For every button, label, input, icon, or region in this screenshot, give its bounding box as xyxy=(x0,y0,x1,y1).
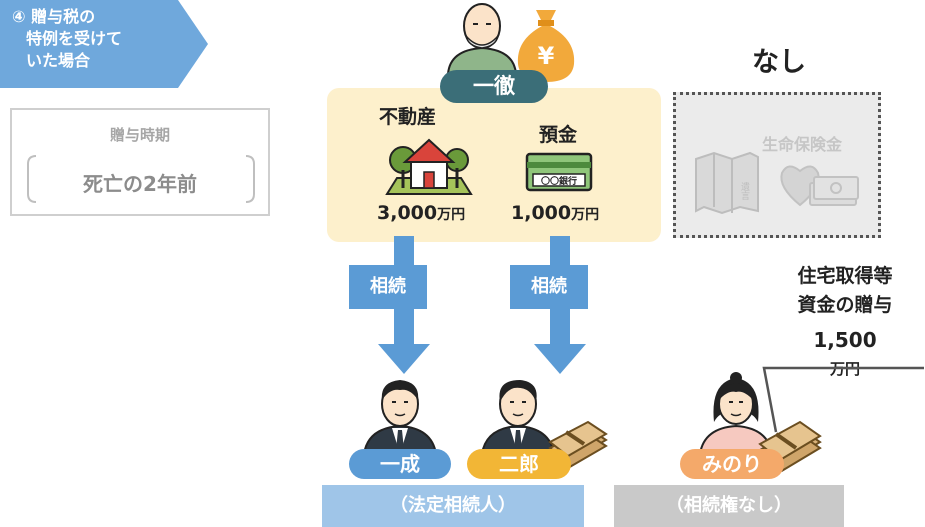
bracket-decoration xyxy=(27,155,255,203)
housing-gift-line: 住宅取得等 xyxy=(797,265,893,287)
real-estate-amount: 3,000万円 xyxy=(377,202,465,224)
life-insurance-box: 生命保険金 遺言 xyxy=(673,92,881,238)
will-label: 遺言 xyxy=(739,181,750,201)
house-icon xyxy=(385,138,473,195)
deposit-amount-unit: 万円 xyxy=(571,207,600,223)
real-estate-amount-unit: 万円 xyxy=(437,207,466,223)
scenario-tag-shape xyxy=(0,0,208,88)
gift-connector-line xyxy=(762,366,924,433)
inheritance-label: 相続 xyxy=(510,265,588,309)
bank-name-text: 〇〇銀行 xyxy=(541,175,577,187)
insurance-heart-icon xyxy=(780,165,859,207)
scenario-title: ④ 贈与税の 特例を受けて いた場合 xyxy=(12,6,192,72)
housing-gift-amount-value: 1,500 xyxy=(813,328,877,352)
will-document-icon: 遺言 xyxy=(695,151,759,215)
bankbook-icon: 〇〇銀行 xyxy=(525,152,593,192)
estate-box: 不動産 3,000万円 預金 〇〇銀行 1,000万円 xyxy=(327,88,661,242)
deposit-amount-value: 1,000 xyxy=(511,202,572,224)
scenario-line: 特例を受けて xyxy=(26,29,123,48)
heir-name-badge: 一成 xyxy=(349,449,451,479)
money-bag-icon: ¥ xyxy=(517,10,575,82)
no-inheritance-rights-bar: （相続権なし） xyxy=(614,485,844,527)
gift-timing-value: 死亡の2年前 xyxy=(83,172,197,196)
real-estate-title: 不動産 xyxy=(379,106,437,128)
heir-1-avatar xyxy=(362,380,438,454)
legal-heirs-bar: （法定相続人） xyxy=(322,485,584,527)
heir-3-avatar xyxy=(698,372,774,454)
elderly-man-icon xyxy=(446,3,518,74)
heir-name-badge: みのり xyxy=(680,449,784,479)
no-asset-label: なし xyxy=(752,47,806,78)
scenario-line: いた場合 xyxy=(26,51,91,70)
inheritance-label: 相続 xyxy=(349,265,427,309)
housing-gift-line: 資金の贈与 xyxy=(797,294,893,316)
heir-name-badge: 二郎 xyxy=(467,449,571,479)
gift-timing-box: 贈与時期 死亡の2年前 xyxy=(10,108,270,216)
scenario-line: ④ 贈与税の xyxy=(12,7,96,26)
real-estate-amount-value: 3,000 xyxy=(377,202,438,224)
gift-timing-label: 贈与時期 xyxy=(109,126,170,144)
deposit-title: 預金 xyxy=(539,124,578,146)
decedent-name-badge: 一徹 xyxy=(440,70,548,103)
yen-symbol: ¥ xyxy=(538,42,555,70)
life-insurance-label: 生命保険金 xyxy=(762,135,843,154)
deposit-amount: 1,000万円 xyxy=(511,202,599,224)
heir-2-avatar xyxy=(480,380,556,454)
